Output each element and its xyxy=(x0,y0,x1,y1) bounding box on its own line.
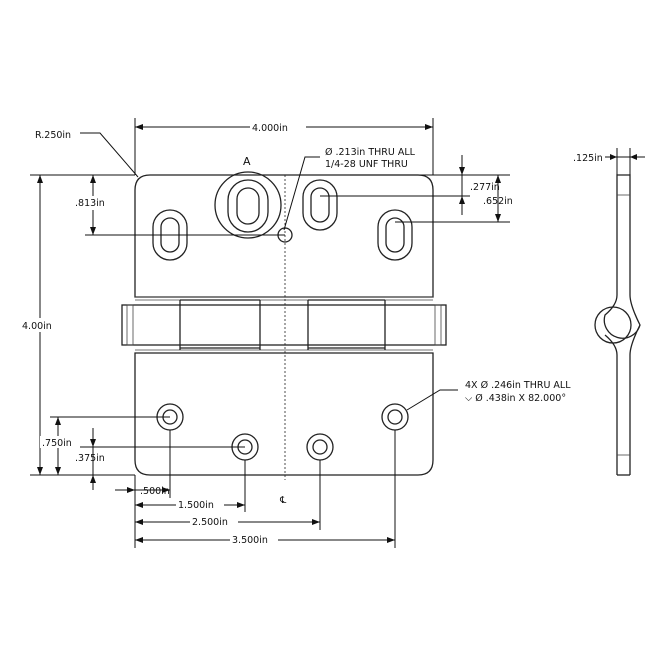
knuckle xyxy=(121,296,447,354)
countersunk-holes xyxy=(156,403,409,461)
dim-top-hole-offset: .813in xyxy=(72,175,285,236)
svg-text:.277in: .277in xyxy=(470,182,500,193)
tapped-hole-note: Ø .213in THRU ALL 1/4-28 UNF THRU xyxy=(283,147,416,231)
side-view: .125in xyxy=(573,148,645,476)
svg-text:3.500in: 3.500in xyxy=(232,535,268,546)
svg-text:.125in: .125in xyxy=(573,153,603,164)
svg-text:4.000in: 4.000in xyxy=(252,123,288,134)
dim-overall-height: 4.00in xyxy=(20,174,135,476)
dim-radius: R.250in xyxy=(35,130,139,178)
dim-bottom-hole-offsets: .750in .375in xyxy=(40,416,245,490)
svg-text:Ø .213in THRU ALL: Ø .213in THRU ALL xyxy=(325,147,416,158)
svg-text:⌵ Ø .438in X 82.000°: ⌵ Ø .438in X 82.000° xyxy=(465,393,566,404)
svg-text:4.00in: 4.00in xyxy=(22,321,52,332)
centerline-symbol: ℄ xyxy=(279,495,287,506)
svg-text:R.250in: R.250in xyxy=(35,130,71,141)
svg-text:.813in: .813in xyxy=(75,198,105,209)
bottom-leaf-outline xyxy=(134,352,434,476)
dim-slot: .277in .652in xyxy=(320,155,513,223)
slots xyxy=(152,171,413,261)
svg-text:.750in: .750in xyxy=(42,438,72,449)
svg-text:.652in: .652in xyxy=(483,196,513,207)
svg-text:2.500in: 2.500in xyxy=(192,517,228,528)
view-label-a: A xyxy=(243,155,251,168)
svg-text:.375in: .375in xyxy=(75,453,105,464)
svg-text:1/4-28 UNF THRU: 1/4-28 UNF THRU xyxy=(325,159,408,170)
svg-text:1.500in: 1.500in xyxy=(178,500,214,511)
top-leaf-outline xyxy=(134,174,434,298)
svg-text:.500in: .500in xyxy=(140,486,170,497)
dim-overall-width: 4.000in xyxy=(134,118,434,175)
dim-horizontal: .500in 1.500in 2.500in 3.500in xyxy=(115,430,396,548)
countersink-note: 4X Ø .246in THRU ALL ⌵ Ø .438in X 82.000… xyxy=(406,380,571,411)
svg-text:4X Ø .246in THRU ALL: 4X Ø .246in THRU ALL xyxy=(465,380,571,391)
